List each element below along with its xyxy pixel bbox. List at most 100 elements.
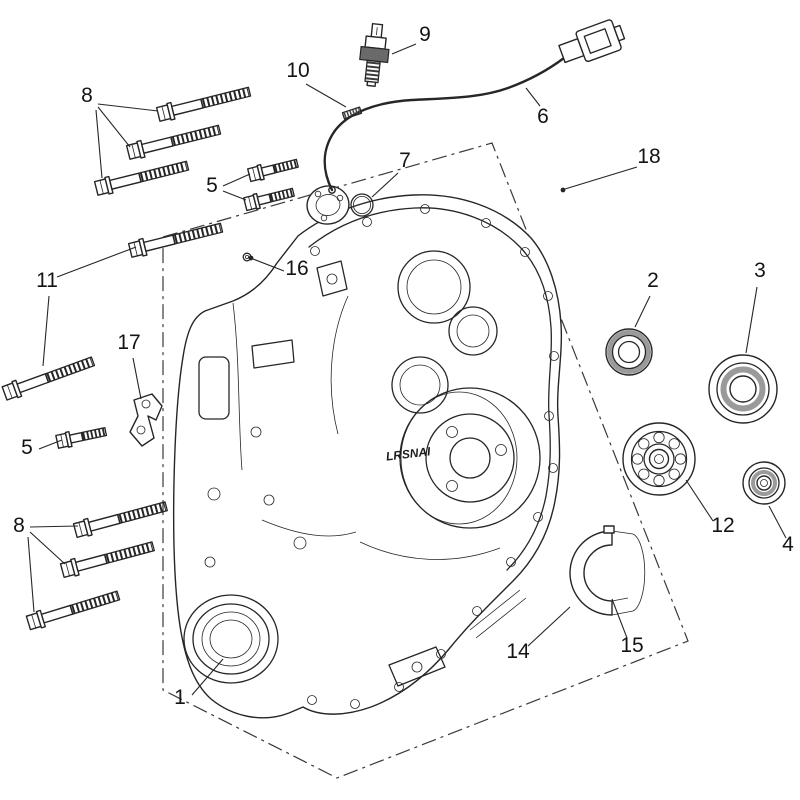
callout-1: 1 bbox=[174, 658, 224, 709]
bore-upper-right bbox=[448, 306, 498, 356]
callout-label: 2 bbox=[647, 269, 659, 292]
bearing-large bbox=[708, 354, 778, 424]
long-bolt bbox=[128, 219, 223, 258]
callout-5-upper: 5 bbox=[206, 173, 251, 201]
face-boss bbox=[250, 426, 262, 438]
callout-11: 11 bbox=[36, 246, 137, 367]
callout-18: 18 bbox=[560, 145, 661, 193]
callout-label: 3 bbox=[754, 259, 766, 282]
face-window bbox=[198, 356, 230, 420]
sensor-mount-bracket bbox=[316, 260, 348, 297]
sensor-pin bbox=[341, 106, 363, 120]
clutch-cavity-mid bbox=[425, 413, 515, 503]
callouts: 9 10 6 8 5 7 18 bbox=[13, 23, 794, 709]
callout-label: 9 bbox=[419, 23, 431, 46]
callout-3: 3 bbox=[745, 259, 766, 354]
callout-label: 5 bbox=[206, 174, 218, 197]
callout-label: 15 bbox=[620, 634, 643, 657]
callout-label: 14 bbox=[506, 640, 530, 663]
callout-label: 10 bbox=[286, 59, 309, 82]
wire-connector bbox=[558, 19, 626, 64]
callout-label: 7 bbox=[399, 149, 411, 172]
clutch-cavity-outer bbox=[399, 387, 541, 529]
sensor-threads bbox=[365, 61, 380, 82]
callout-label: 1 bbox=[174, 686, 186, 709]
callout-label: 8 bbox=[81, 84, 93, 107]
bore-middle bbox=[391, 356, 449, 414]
callout-label: 16 bbox=[285, 257, 308, 280]
flange-bolt bbox=[94, 157, 189, 196]
oil-seal bbox=[605, 328, 653, 376]
flange-bolt-set-upper bbox=[94, 83, 251, 196]
flange-bolt-holes bbox=[307, 204, 559, 709]
callout-label: 8 bbox=[13, 514, 25, 537]
callout-9: 9 bbox=[391, 23, 431, 55]
callout-14: 14 bbox=[506, 606, 571, 663]
hub-hole bbox=[495, 444, 507, 456]
casting-rib bbox=[232, 302, 243, 471]
callout-10: 10 bbox=[286, 59, 347, 108]
flange-bolt bbox=[126, 121, 221, 160]
ball-bearing bbox=[622, 422, 696, 496]
oil-pressure-sensor bbox=[359, 22, 390, 87]
face-boss bbox=[263, 494, 275, 506]
short-bolt-single bbox=[56, 424, 108, 449]
callout-label: 18 bbox=[637, 145, 660, 168]
callout-15: 15 bbox=[611, 598, 644, 657]
bearing-bush bbox=[569, 525, 646, 616]
callout-17: 17 bbox=[117, 331, 142, 400]
bush-tang bbox=[603, 525, 615, 534]
callout-8-upper: 8 bbox=[81, 84, 159, 179]
crankcase-bore-boss bbox=[183, 594, 279, 684]
bore-upper-left-inner bbox=[406, 259, 462, 315]
hub-hole bbox=[446, 480, 458, 492]
sensor-wire-harness bbox=[323, 19, 626, 194]
wire bbox=[323, 56, 566, 192]
long-bolt bbox=[2, 353, 96, 401]
callout-5-lower: 5 bbox=[21, 436, 63, 459]
brand-embossing: LRSNAI bbox=[385, 444, 432, 463]
face-pocket bbox=[251, 339, 295, 369]
bearing-small bbox=[742, 461, 786, 505]
casting-rib bbox=[330, 295, 349, 435]
gasket-flange-line bbox=[308, 207, 553, 571]
flange-bolt-set-lower bbox=[26, 498, 168, 631]
flange-bolt bbox=[73, 498, 168, 539]
o-ring bbox=[350, 193, 374, 217]
callout-2: 2 bbox=[634, 269, 659, 328]
short-bolt bbox=[247, 156, 299, 183]
bore-middle-inner bbox=[399, 364, 441, 406]
callout-6: 6 bbox=[525, 87, 549, 128]
casting-edge bbox=[469, 589, 527, 639]
callout-label: 12 bbox=[711, 514, 734, 537]
bore-upper-left bbox=[397, 250, 471, 324]
callout-7: 7 bbox=[371, 149, 411, 198]
casting-rib bbox=[261, 519, 357, 537]
bearing-balls bbox=[631, 431, 687, 487]
bore-upper-right-inner bbox=[456, 314, 490, 348]
short-bolt-pair bbox=[243, 156, 299, 212]
clutch-hub bbox=[449, 437, 491, 479]
face-boss bbox=[293, 536, 307, 550]
assembly-boundary bbox=[162, 142, 689, 779]
casting-rib bbox=[359, 541, 501, 560]
face-boss bbox=[204, 556, 216, 568]
crankcase-half: LRSNAI bbox=[172, 194, 563, 719]
callout-label: 11 bbox=[36, 269, 58, 292]
sensor-tip bbox=[366, 80, 377, 87]
retainer-bracket bbox=[129, 393, 163, 447]
callout-4: 4 bbox=[768, 505, 794, 556]
flange-bolt bbox=[156, 83, 251, 122]
face-boss bbox=[207, 487, 221, 501]
callout-label: 6 bbox=[537, 105, 549, 128]
sensor-hex bbox=[359, 45, 390, 64]
crankcase-outline bbox=[172, 194, 563, 719]
flange-bolt bbox=[60, 538, 155, 579]
oil-pump-cover bbox=[306, 185, 350, 225]
flange-bolt bbox=[26, 587, 121, 631]
callout-16: 16 bbox=[248, 255, 309, 280]
callout-12: 12 bbox=[685, 479, 735, 537]
callout-label: 17 bbox=[117, 331, 140, 354]
